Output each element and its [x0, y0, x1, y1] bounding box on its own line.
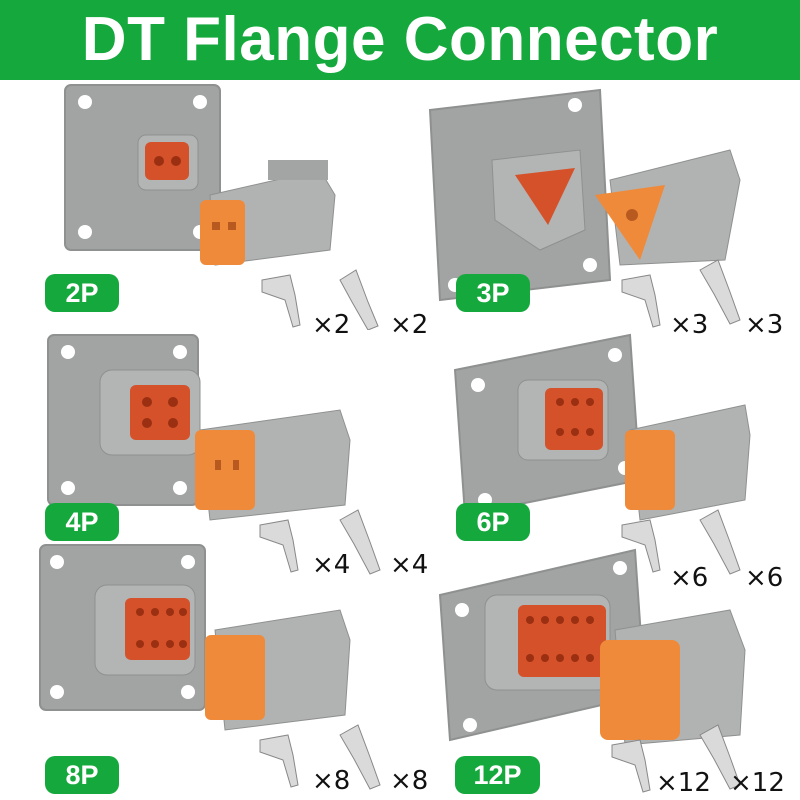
female-terminal-qty-2p: ×2 [390, 310, 429, 340]
variant-8p: 8P ×8 ×8 [0, 540, 400, 800]
variant-6p: 6P ×6 ×6 [400, 330, 800, 593]
variant-badge: 2P [45, 274, 119, 312]
female-terminal-qty: ×3 [745, 310, 784, 340]
male-terminal-icon [261, 274, 301, 328]
female-terminal-icon [699, 509, 741, 575]
plug-connector-icon [205, 609, 351, 731]
variant-badge: 12P [455, 756, 540, 794]
connector-6p-scene [453, 333, 751, 575]
male-terminal-icon [621, 519, 661, 573]
plug-connector-icon [595, 149, 741, 266]
title-banner: DT Flange Connector [0, 0, 800, 80]
male-terminal-qty: ×3 [670, 310, 709, 340]
female-terminal-qty-4p: ×4 [390, 550, 429, 580]
male-terminal-qty: ×12 [656, 768, 711, 798]
male-terminal-qty: ×2 [312, 310, 351, 340]
female-terminal-icon [339, 269, 379, 330]
male-terminal-icon [611, 739, 651, 793]
plug-connector-icon [600, 609, 746, 746]
variant-badge: 8P [45, 756, 119, 794]
flange-receptacle-icon [438, 548, 647, 742]
female-terminal-icon [339, 724, 381, 790]
variant-2p: 2P ×2 ×2 [0, 80, 400, 340]
variant-3p: 3P ×3 ×3 [400, 80, 800, 340]
plug-connector-icon [200, 160, 336, 266]
variant-badge: 3P [456, 274, 530, 312]
male-terminal-icon [259, 734, 299, 788]
connector-12p-scene [438, 548, 746, 793]
plug-connector-icon [195, 409, 351, 521]
variant-4p: 4P ×4 ×4 [0, 330, 400, 590]
female-terminal-qty-8p: ×8 [390, 766, 429, 796]
flange-receptacle-icon [428, 88, 612, 302]
male-terminal-qty: ×4 [312, 550, 351, 580]
female-terminal-qty: ×12 [730, 768, 785, 798]
connector-4p-scene [47, 334, 381, 575]
male-terminal-qty: ×6 [670, 563, 709, 593]
female-terminal-icon [339, 509, 381, 575]
variant-badge: 4P [45, 503, 119, 541]
connector-8p-scene [39, 544, 381, 790]
variant-12p: 12P ×12 ×12 [400, 540, 800, 800]
plug-connector-icon [625, 404, 751, 521]
variant-badge: 6P [456, 503, 530, 541]
flange-receptacle-icon [453, 333, 642, 517]
male-terminal-icon [259, 519, 299, 573]
male-terminal-qty: ×8 [312, 766, 351, 796]
flange-receptacle-icon [64, 84, 221, 251]
female-terminal-icon [699, 259, 741, 325]
flange-receptacle-icon [39, 544, 206, 711]
connector-3p-scene [428, 88, 741, 328]
female-terminal-qty: ×6 [745, 563, 784, 593]
male-terminal-icon [621, 274, 661, 328]
female-terminal-icon [699, 724, 741, 790]
flange-receptacle-icon [47, 334, 201, 506]
page-title: DT Flange Connector [81, 5, 719, 74]
connector-2p-scene [64, 84, 379, 330]
